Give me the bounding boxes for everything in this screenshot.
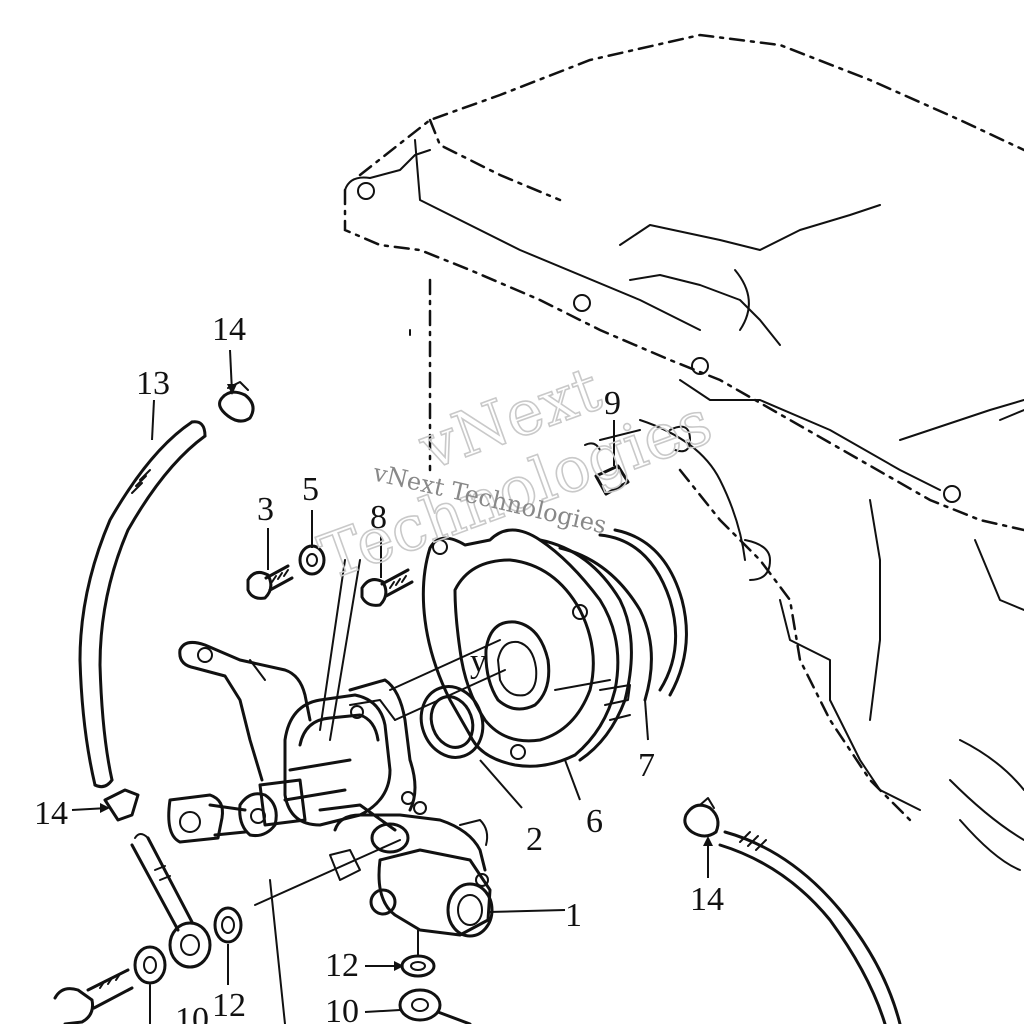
part-10-banjo-left [130, 833, 212, 969]
watermark: vNext Technologies vNext Technologies [309, 351, 721, 595]
part-7-gasket [598, 528, 688, 697]
callout-14-left: 14 [34, 795, 68, 832]
bracket [178, 640, 312, 782]
callout-6: 6 [586, 803, 603, 840]
shaft-guide-lines: y [254, 639, 506, 906]
callout-5: 5 [302, 471, 319, 508]
callout-12-left: 12 [212, 987, 246, 1024]
part-8-screw [360, 568, 414, 607]
part-14-clip-right [683, 797, 720, 838]
y-mark: y [470, 643, 487, 680]
part-13-hose [78, 420, 207, 789]
part-12-washer-left [213, 906, 243, 944]
part-2-o-ring [419, 685, 485, 759]
callout-1: 1 [565, 897, 582, 934]
leader-lines [71, 349, 713, 1013]
callout-8: 8 [370, 499, 387, 536]
callout-12-bottom: 12 [325, 947, 359, 984]
right-hose [718, 830, 902, 1024]
callout-13: 13 [136, 365, 170, 402]
callout-9: 9 [604, 385, 621, 422]
guide-lines [149, 559, 361, 1024]
part-3-screw [246, 564, 294, 600]
part-10-banjo-bottom [398, 988, 472, 1024]
part-14-clip-top [218, 381, 255, 423]
bottom-bolt [53, 945, 167, 1024]
callout-10-left: 10 [175, 1001, 209, 1024]
part-6-flange [421, 528, 653, 768]
callout-3: 3 [257, 491, 274, 528]
engine-case [343, 33, 1024, 871]
callout-labels: 1 2 3 5 6 7 8 9 10 10 12 12 13 14 14 14 [34, 311, 724, 1024]
callout-14-right: 14 [690, 881, 724, 918]
part-12-washer-bottom [400, 954, 436, 978]
callout-2: 2 [526, 821, 543, 858]
part-1-valve-body [167, 678, 494, 938]
callout-7: 7 [638, 747, 655, 784]
callout-10-bottom: 10 [325, 993, 359, 1024]
part-9-plug [594, 464, 630, 496]
part-14-clip-left [103, 788, 140, 822]
callout-14-top: 14 [212, 311, 246, 348]
